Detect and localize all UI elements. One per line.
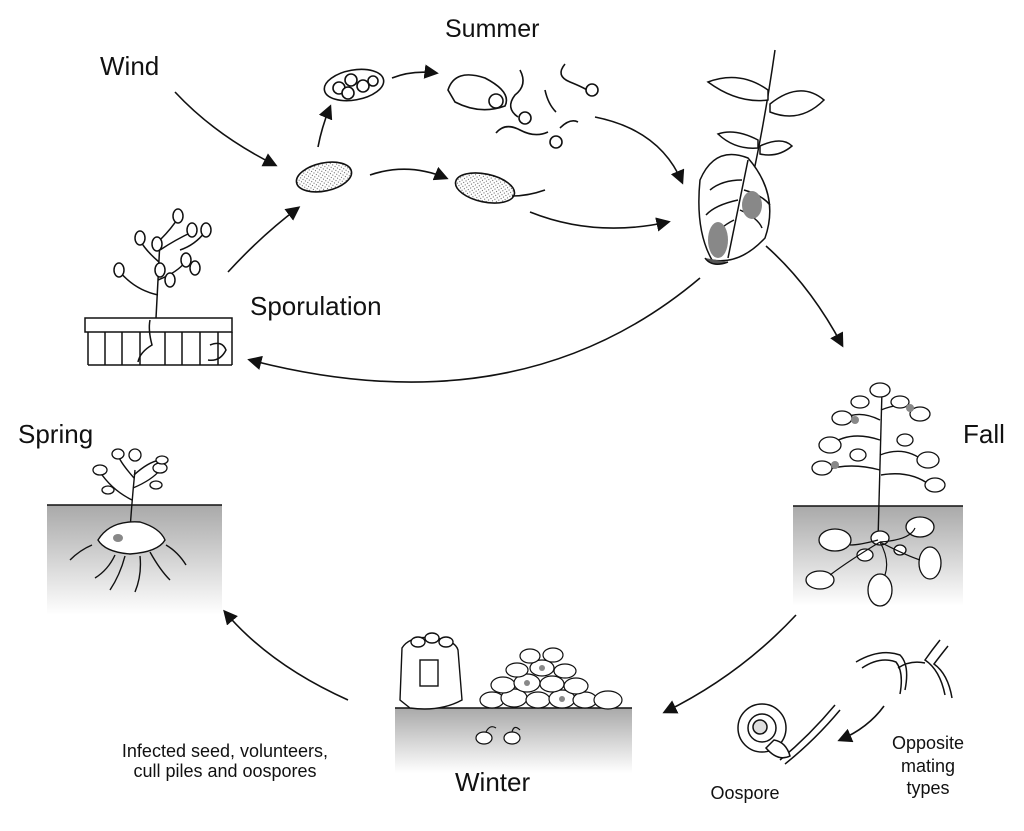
summer-to-fall-arrow [765, 245, 844, 348]
infected-potato-leaf [698, 49, 826, 265]
winter-to-spring-arrow [223, 609, 349, 701]
wind-arrow [174, 91, 278, 167]
sporulation-sporangiophore [84, 208, 233, 366]
leaf-to-sporulation-arrow [247, 277, 701, 383]
sporulation-label: Sporulation [250, 291, 382, 321]
infected-sources-label: Infected seed, volunteers, cull piles an… [121, 741, 329, 781]
zoospore-to-leaf-arrow [594, 116, 685, 185]
germinating-sporangium [454, 172, 546, 204]
sporangium-with-zoospores [323, 68, 385, 102]
fall-plant [793, 382, 963, 607]
airborne-sporangium [295, 161, 353, 193]
empty-sporangium [447, 74, 508, 111]
spores [295, 63, 599, 204]
sporangium-to-zoospore-arrow [391, 64, 439, 79]
spore-to-sporangium-arrow [317, 104, 333, 148]
sporulation-to-spore-arrow [227, 206, 301, 273]
fall-to-winter-arrow [662, 614, 797, 714]
fall-label: Fall [963, 419, 1005, 449]
summer-label: Summer [445, 15, 540, 43]
opposite-mating-types-label: Opposite mating types [891, 733, 965, 798]
cycle-arrows [174, 64, 885, 743]
oospore-structure [737, 703, 841, 765]
spring-plant [47, 448, 222, 615]
wind-label: Wind [100, 51, 160, 81]
spore-to-germinating-arrow [369, 166, 449, 181]
spring-label: Spring [18, 419, 94, 449]
winter-label: Winter [455, 767, 531, 797]
germinating-to-leaf-arrow [529, 211, 671, 232]
opposite-mating-types [855, 639, 953, 699]
winter-cull-pile [395, 632, 632, 773]
oospore-label: Oospore [710, 783, 780, 803]
released-zoospores [495, 63, 599, 149]
mating-to-oospore-arrow [837, 705, 885, 743]
